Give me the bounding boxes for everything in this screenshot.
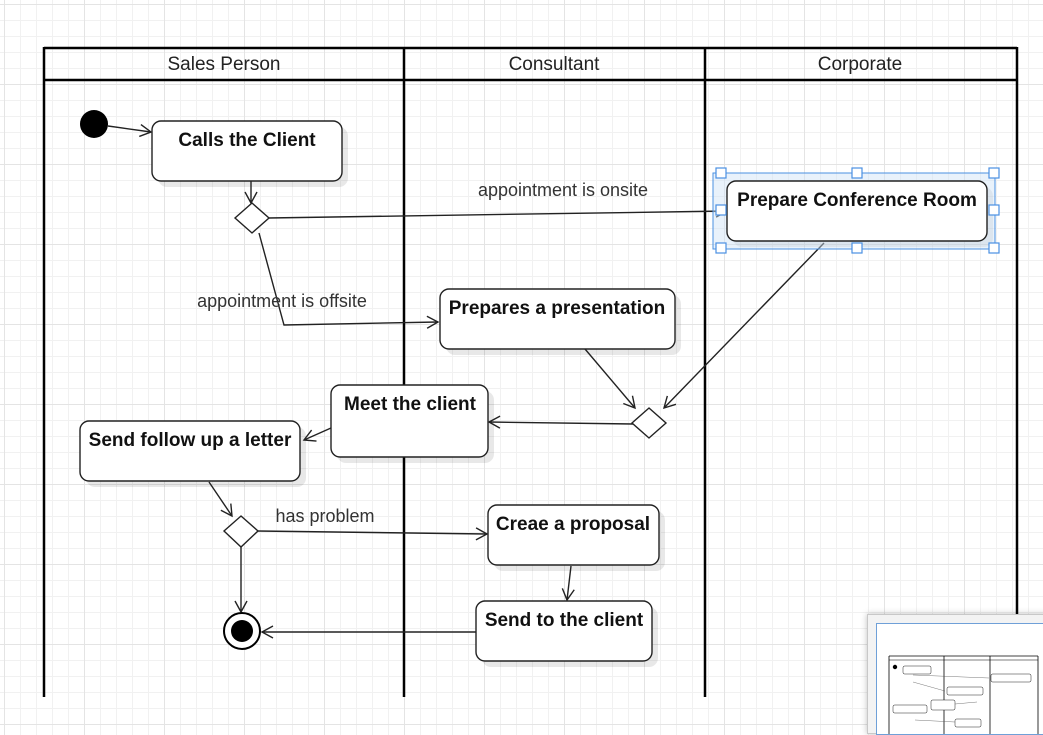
- edge-has-problem[interactable]: [256, 527, 489, 541]
- action-label: Creae a proposal: [496, 514, 650, 535]
- resize-handle-e[interactable]: [988, 204, 1000, 216]
- resize-handle-se[interactable]: [988, 242, 1000, 254]
- connectors: [107, 123, 825, 639]
- swimlane-pool[interactable]: [42, 46, 1019, 697]
- minimap-thumbnail: [888, 655, 1039, 734]
- resize-handle-n[interactable]: [851, 167, 863, 179]
- resize-handle-nw[interactable]: [715, 167, 727, 179]
- action-meet-the-client[interactable]: Meet the client: [330, 384, 489, 458]
- resize-handle-ne[interactable]: [988, 167, 1000, 179]
- edge-room-to-merge[interactable]: [662, 242, 825, 410]
- edge-offsite[interactable]: [258, 232, 440, 329]
- action-send-to-the-client[interactable]: Send to the client: [475, 600, 653, 662]
- edge-meet-to-followup[interactable]: [302, 427, 332, 442]
- edge-presentation-to-merge[interactable]: [584, 348, 636, 410]
- decision-appointment[interactable]: [233, 202, 271, 234]
- action-prepare-conference-room[interactable]: Prepare Conference Room: [712, 172, 996, 250]
- minimap-viewport[interactable]: [876, 623, 1043, 735]
- edge-label-has-problem[interactable]: has problem: [275, 506, 374, 526]
- final-node[interactable]: [223, 612, 261, 650]
- edge-proposal-to-send[interactable]: [561, 565, 575, 602]
- action-label: Calls the Client: [178, 130, 316, 151]
- edge-label-offsite[interactable]: appointment is offsite: [197, 291, 367, 311]
- edge-merge-to-meet[interactable]: [487, 415, 634, 429]
- lane-title-sales-person[interactable]: Sales Person: [167, 54, 280, 75]
- edge-onsite[interactable]: [267, 204, 729, 219]
- action-label: Send to the client: [485, 610, 644, 631]
- action-prepares-a-presentation[interactable]: Prepares a presentation: [439, 288, 676, 350]
- action-calls-the-client[interactable]: Calls the Client: [151, 120, 343, 182]
- decision-has-problem[interactable]: [222, 515, 260, 548]
- action-label: Prepare Conference Room: [737, 190, 977, 211]
- edge-start-to-calls-client[interactable]: [107, 123, 153, 138]
- action-label: Prepares a presentation: [449, 298, 665, 319]
- lane-title-consultant[interactable]: Consultant: [509, 54, 601, 75]
- selection-handles[interactable]: [715, 167, 1000, 254]
- merge-node[interactable]: [630, 407, 668, 439]
- resize-handle-s[interactable]: [851, 242, 863, 254]
- resize-handle-sw[interactable]: [715, 242, 727, 254]
- lane-title-corporate[interactable]: Corporate: [818, 54, 903, 75]
- edge-followup-to-decision[interactable]: [208, 481, 233, 518]
- action-label: Meet the client: [344, 394, 477, 415]
- outline-minimap[interactable]: [867, 614, 1043, 735]
- edge-label-onsite[interactable]: appointment is onsite: [478, 180, 648, 200]
- action-send-follow-up-letter[interactable]: Send follow up a letter: [79, 420, 301, 482]
- resize-handle-w[interactable]: [715, 204, 727, 216]
- action-label: Send follow up a letter: [89, 430, 292, 451]
- initial-node[interactable]: [80, 110, 108, 138]
- action-create-proposal[interactable]: Creae a proposal: [487, 504, 660, 566]
